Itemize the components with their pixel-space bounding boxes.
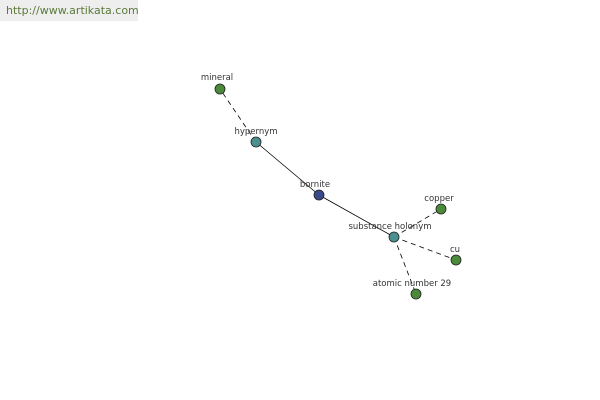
node-atomic-number-29[interactable]	[410, 288, 422, 300]
node-label-cu: cu	[450, 245, 460, 255]
node-substance-holonym[interactable]	[388, 231, 400, 243]
node-label-atomic-number-29: atomic number 29	[373, 279, 451, 289]
edge-substance-holonym-copper	[393, 208, 442, 238]
graph-nodes: bornite hypernym mineral substance holonym c…	[201, 73, 462, 300]
node-label-hypernym: hypernym	[234, 127, 277, 137]
node-mineral[interactable]	[214, 83, 226, 95]
node-cu[interactable]	[450, 254, 462, 266]
node-label-copper: copper	[424, 194, 454, 204]
edge-substance-holonym-cu	[393, 236, 457, 261]
edge-substance-holonym-atomic-number-29	[393, 236, 417, 295]
node-label-mineral: mineral	[201, 73, 233, 83]
node-copper[interactable]	[435, 203, 447, 215]
edge-hypernym-mineral	[219, 88, 257, 143]
edge-bornite-hypernym	[255, 141, 320, 196]
node-label-substance-holonym: substance holonym	[348, 222, 431, 232]
node-label-bornite: bornite	[300, 180, 330, 190]
node-hypernym[interactable]	[250, 136, 262, 148]
node-bornite[interactable]	[313, 189, 325, 201]
graph-edges	[219, 88, 457, 295]
edge-bornite-substance-holonym	[318, 194, 395, 238]
site-url-link[interactable]: http://www.artikata.com	[0, 0, 139, 21]
